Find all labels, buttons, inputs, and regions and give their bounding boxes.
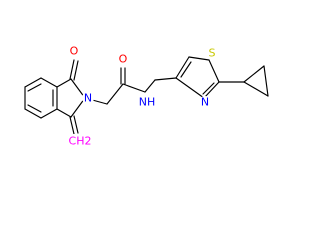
atom-label-ring-oxygen: O xyxy=(68,45,80,58)
bond xyxy=(56,78,72,88)
amide-chain xyxy=(84,67,177,105)
atom-label-ring-nitrogen: N xyxy=(82,92,94,105)
bond xyxy=(144,79,156,93)
atom-label-thiazole-sulfur: S xyxy=(206,47,218,60)
bond xyxy=(40,77,58,88)
methylidene-bond xyxy=(73,115,79,134)
bond xyxy=(24,108,42,119)
ring-carbonyl-bond xyxy=(73,60,79,81)
bond xyxy=(180,61,192,78)
bond xyxy=(24,77,42,88)
atom-label-amide-nitrogen: NH xyxy=(139,95,156,109)
bond xyxy=(243,81,269,97)
svg-text:CH2: CH2 xyxy=(69,135,92,148)
bond xyxy=(202,82,215,95)
ring-carbonyl-bond xyxy=(69,59,75,80)
atom-label-amide-oxygen: O xyxy=(117,53,129,66)
svg-text:N: N xyxy=(84,92,92,105)
bond xyxy=(203,81,220,99)
svg-text:O: O xyxy=(119,53,128,66)
bond xyxy=(56,108,72,118)
bond xyxy=(122,83,146,93)
lactam-ring xyxy=(56,78,86,118)
svg-text:NH: NH xyxy=(139,96,156,109)
bond xyxy=(27,104,42,113)
bond xyxy=(243,65,265,83)
svg-text:S: S xyxy=(209,47,216,60)
bond xyxy=(175,56,190,79)
molecule-structure: O N O NH S N CH2 xyxy=(24,45,269,148)
svg-text:N: N xyxy=(201,96,209,109)
bond xyxy=(27,83,42,92)
svg-text:O: O xyxy=(70,45,79,58)
methylidene-bond xyxy=(69,116,75,135)
bond xyxy=(188,56,210,61)
bond xyxy=(70,97,86,118)
atom-label-methylidene: CH2 xyxy=(69,134,92,148)
bond xyxy=(106,83,124,105)
bond xyxy=(70,78,86,99)
cyclopropyl-ring xyxy=(218,65,269,97)
bond xyxy=(154,77,177,81)
benzene-ring xyxy=(24,77,58,119)
atom-label-thiazole-nitrogen: N xyxy=(199,96,211,109)
thiazole-ring xyxy=(175,56,220,99)
bond xyxy=(40,108,58,119)
bond xyxy=(263,65,269,97)
bond xyxy=(208,59,220,83)
bond xyxy=(175,77,205,99)
